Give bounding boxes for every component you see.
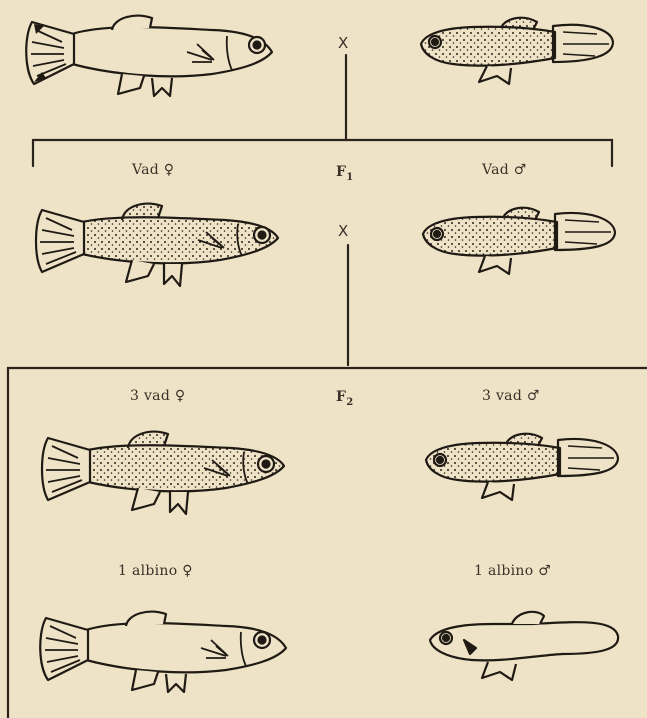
fish-parent-male-wild <box>413 10 618 90</box>
f2-male-wild-label: 3 vad ♂ <box>482 388 540 404</box>
f1-male-label: Vad ♂ <box>482 162 527 178</box>
f2-generation-label: F2 <box>336 389 354 408</box>
f1-female-label: Vad ♀ <box>132 162 174 178</box>
cross-symbol-p: X <box>338 34 349 52</box>
fish-f1-female-wild <box>30 198 285 293</box>
fish-f2-male-albino <box>422 606 627 686</box>
fish-parent-female-albino <box>22 8 277 103</box>
fish-f2-female-albino <box>36 604 291 699</box>
f2-male-albino-label: 1 albino ♂ <box>474 563 551 579</box>
cross-symbol-f1: X <box>338 222 349 240</box>
f2-female-wild-label: 3 vad ♀ <box>130 388 185 404</box>
fish-f2-male-wild <box>418 426 623 506</box>
f1-generation-label: F1 <box>336 164 354 183</box>
f1-generation-subscript: 1 <box>346 172 353 183</box>
f2-female-albino-label: 1 albino ♀ <box>118 563 193 579</box>
f2-generation-letter: F <box>336 389 346 405</box>
f2-generation-subscript: 2 <box>346 397 353 408</box>
fish-f1-male-wild <box>415 200 620 280</box>
fish-f2-female-wild <box>36 426 291 521</box>
f1-generation-letter: F <box>336 164 346 180</box>
